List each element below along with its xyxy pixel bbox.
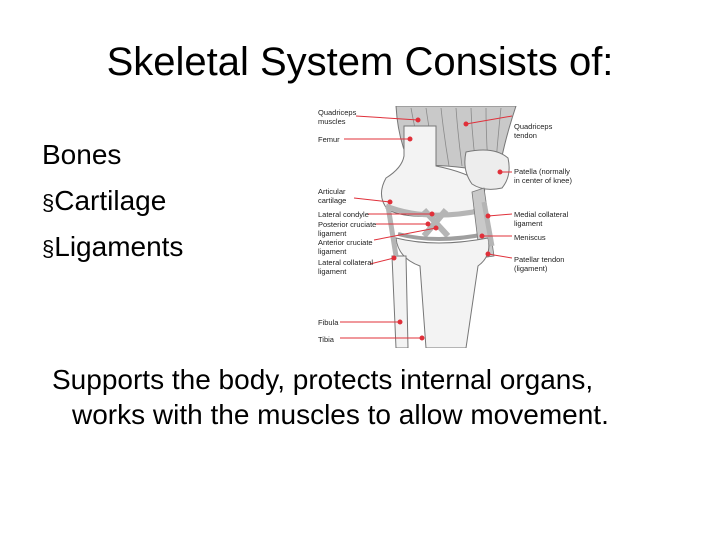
bullet-list: Bones §Cartilage §Ligaments bbox=[42, 133, 183, 271]
label-tendon: tendon bbox=[514, 131, 537, 140]
label-lateral-condyle: Lateral condyle bbox=[318, 210, 369, 219]
label-ligament-2: ligament bbox=[318, 247, 347, 256]
label-patella: Patella (normally bbox=[514, 167, 570, 176]
bullet-text: Bones bbox=[42, 139, 122, 170]
label-lateral-collateral: Lateral collateral bbox=[318, 258, 373, 267]
knee-anatomy-figure: Quadriceps muscles Femur Articular carti… bbox=[316, 106, 584, 348]
label-ligament-1: ligament bbox=[318, 229, 347, 238]
bullet-item-cartilage: §Cartilage bbox=[42, 179, 183, 225]
label-articular: Articular bbox=[318, 187, 346, 196]
label-fibula: Fibula bbox=[318, 318, 339, 327]
label-quadriceps-right: Quadriceps bbox=[514, 122, 553, 131]
patella-shape bbox=[464, 149, 510, 190]
label-medial-collateral: Medial collateral bbox=[514, 210, 569, 219]
bullet-item-bones: Bones bbox=[42, 133, 183, 179]
knee-diagram: Quadriceps muscles Femur Articular carti… bbox=[318, 106, 572, 348]
callout-lines bbox=[340, 115, 513, 341]
slide-caption: Supports the body, protects internal org… bbox=[52, 364, 609, 430]
bullet-text: Cartilage bbox=[54, 185, 167, 216]
label-quadriceps: Quadriceps bbox=[318, 108, 357, 117]
label-cartilage: cartilage bbox=[318, 196, 346, 205]
label-femur: Femur bbox=[318, 135, 340, 144]
bullet-marker: § bbox=[42, 236, 55, 261]
medial-collateral-ligament-shape bbox=[481, 201, 495, 247]
label-anterior-cruciate: Anterior cruciate bbox=[318, 238, 373, 247]
meniscus-shape bbox=[397, 232, 487, 241]
bullet-item-ligaments: §Ligaments bbox=[42, 225, 183, 271]
label-meniscus: Meniscus bbox=[514, 233, 546, 242]
fibula-shape bbox=[391, 255, 409, 348]
label-ligament-3: ligament bbox=[318, 267, 347, 276]
label-patellar-tendon-note: (ligament) bbox=[514, 264, 548, 273]
slide-title: Skeletal System Consists of: bbox=[106, 40, 614, 84]
label-muscles: muscles bbox=[318, 117, 346, 126]
bullet-text: Ligaments bbox=[54, 231, 184, 262]
label-posterior-cruciate: Posterior cruciate bbox=[318, 220, 376, 229]
tibia-shape bbox=[395, 237, 490, 348]
label-patella-note: in center of knee) bbox=[514, 176, 572, 185]
bullet-marker: § bbox=[42, 190, 55, 215]
label-patellar-tendon: Patellar tendon bbox=[514, 255, 564, 264]
label-tibia: Tibia bbox=[318, 335, 335, 344]
label-ligament-right: ligament bbox=[514, 219, 543, 228]
